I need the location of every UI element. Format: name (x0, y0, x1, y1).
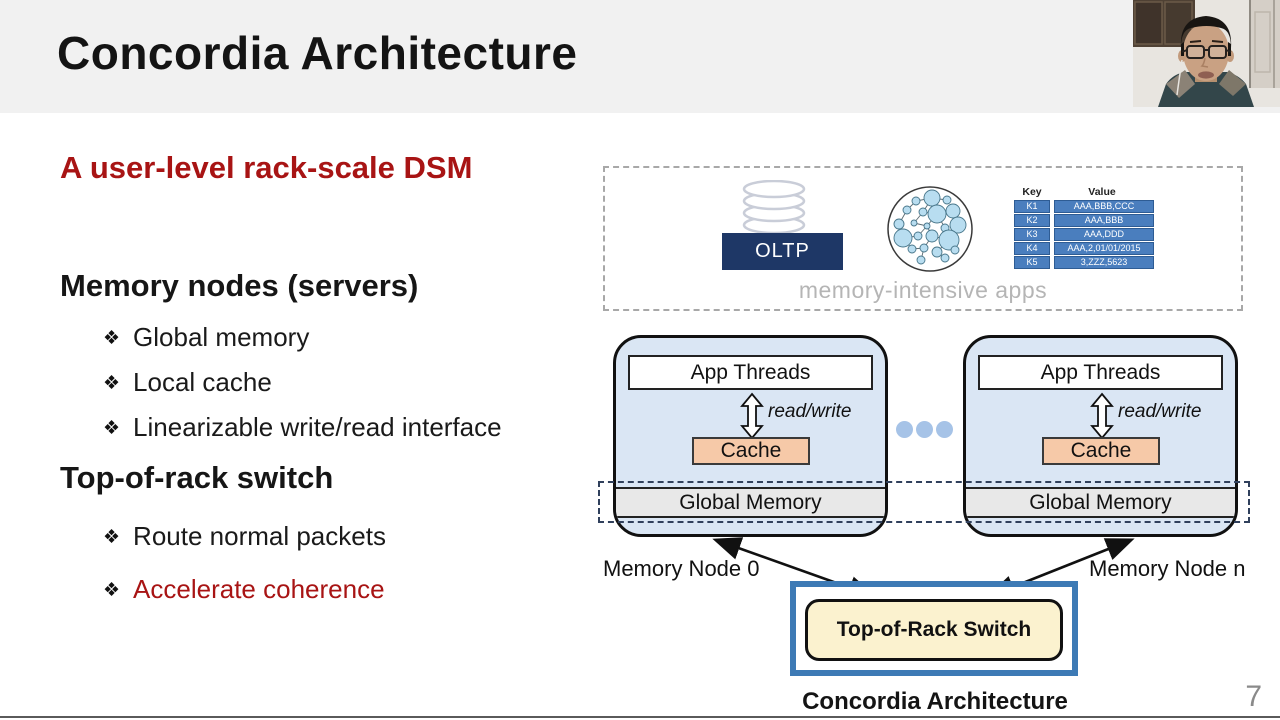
kv-value-header: Value (1088, 186, 1116, 198)
cache-box: Cache (1042, 437, 1160, 465)
bubble-network-icon (885, 184, 975, 279)
bullet-accelerate-coherence: ❖Accelerate coherence (103, 574, 385, 604)
memory-node-n-label: Memory Node n (1089, 556, 1246, 581)
diamond-bullet-icon: ❖ (103, 580, 121, 601)
table-row: K1 AAA,BBB,CCC (1014, 200, 1154, 213)
memory-intensive-apps-panel (603, 166, 1243, 311)
memory-node-0: App Threads read/write Cache Global Memo… (613, 335, 888, 537)
read-write-label: read/write (768, 401, 852, 422)
diamond-bullet-icon: ❖ (103, 418, 121, 439)
apps-caption: memory-intensive apps (798, 277, 1048, 303)
app-threads-box: App Threads (978, 355, 1223, 390)
earphone-wire (1176, 59, 1183, 96)
slide-title: Concordia Architecture (57, 27, 578, 79)
bullet-local-cache: ❖Local cache (103, 367, 272, 397)
bullet-route-packets: ❖Route normal packets (103, 521, 386, 551)
table-row: K3 AAA,DDD (1014, 228, 1154, 241)
diamond-bullet-icon: ❖ (103, 373, 121, 394)
database-cylinder-icon (741, 179, 807, 239)
diamond-bullet-icon: ❖ (103, 527, 121, 548)
memory-nodes-heading: Memory nodes (servers) (60, 268, 419, 303)
table-row: K5 3,ZZZ,5623 (1014, 256, 1154, 269)
oltp-box: OLTP (722, 233, 843, 270)
slide-subtitle: A user-level rack-scale DSM (60, 150, 473, 185)
app-threads-box: App Threads (628, 355, 873, 390)
diamond-bullet-icon: ❖ (103, 328, 121, 349)
read-write-label: read/write (1118, 401, 1202, 422)
ellipsis-dots-icon (896, 421, 953, 438)
global-memory-bar: Global Memory (616, 487, 885, 518)
memory-node-0-label: Memory Node 0 (603, 556, 760, 581)
presenter-person (1158, 16, 1254, 107)
top-of-rack-switch-box: Top-of-Rack Switch (805, 599, 1063, 661)
bottom-divider (0, 716, 1280, 718)
bullet-linearizable: ❖Linearizable write/read interface (103, 412, 502, 442)
kv-table-header: Key Value (1014, 186, 1154, 200)
key-value-table: Key Value K1 AAA,BBB,CCC K2 AAA,BBB K3 A… (1014, 186, 1154, 270)
bullet-global-memory: ❖Global memory (103, 322, 310, 352)
tor-switch-heading: Top-of-rack switch (60, 460, 334, 495)
page-number: 7 (1245, 680, 1262, 713)
global-memory-bar: Global Memory (966, 487, 1235, 518)
slide-header: Concordia Architecture (0, 0, 1280, 113)
glasses-icon (1181, 45, 1232, 59)
presenter-webcam (1133, 0, 1280, 107)
presenter-video-frame (1133, 0, 1280, 107)
cache-box: Cache (692, 437, 810, 465)
table-row: K2 AAA,BBB (1014, 214, 1154, 227)
memory-node-n: App Threads read/write Cache Global Memo… (963, 335, 1238, 537)
table-row: K4 AAA,2,01/01/2015 (1014, 242, 1154, 255)
diagram-caption: Concordia Architecture (802, 688, 1068, 715)
kv-key-header: Key (1022, 186, 1042, 198)
